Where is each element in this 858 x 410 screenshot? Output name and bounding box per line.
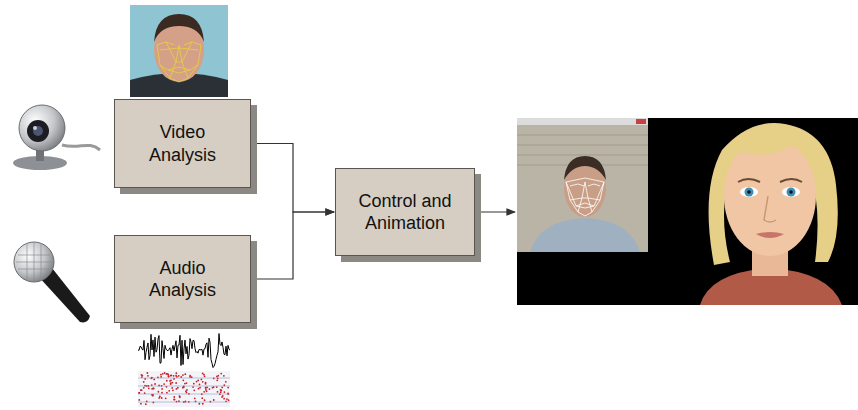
process-box: Audio Analysis <box>114 235 251 323</box>
box-label: Control and Animation <box>349 190 461 235</box>
waveform-spectrogram <box>138 334 230 407</box>
output-arrow <box>476 211 515 212</box>
box-label: Video Analysis <box>135 121 230 166</box>
process-box: Control and Animation <box>335 168 475 256</box>
face-tracking-photo <box>130 5 228 97</box>
box-label: Audio Analysis <box>135 257 230 302</box>
connector-arrow <box>251 144 334 213</box>
microphone-icon <box>14 242 90 322</box>
connector-arrow <box>251 212 334 279</box>
process-box: Video Analysis <box>114 99 251 188</box>
webcam-icon <box>13 105 100 170</box>
avatar-result-screen <box>517 118 858 305</box>
